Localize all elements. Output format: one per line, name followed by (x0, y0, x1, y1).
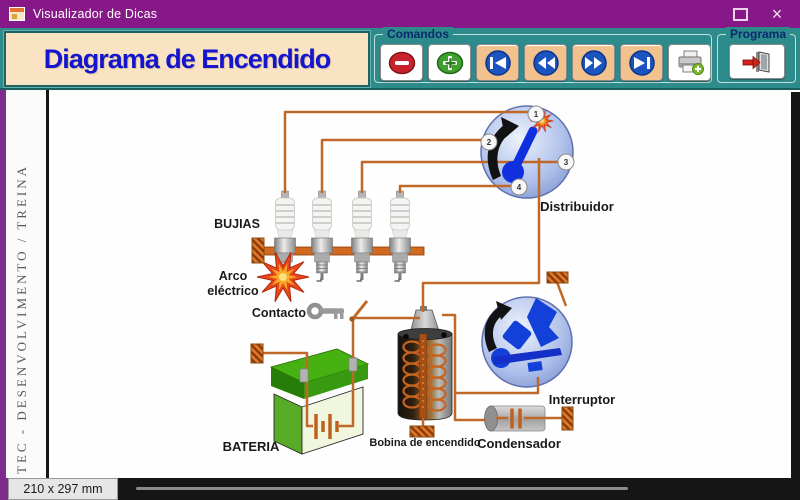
interruptor-label: Interruptor (549, 392, 615, 407)
capacitor-symbol (510, 408, 522, 429)
fast-forward-icon (580, 49, 607, 76)
comandos-label: Comandos (383, 27, 454, 41)
contact-switch (349, 300, 369, 322)
window-corner (0, 478, 8, 500)
page-margin (6, 90, 46, 478)
diagram-labels: BUJIAS Arco eléctrico Contacto BATERIA B… (207, 199, 615, 454)
programa-groupbox: Programa (717, 27, 796, 83)
toolbar: Diagrama de Encendido Comandos (0, 27, 800, 90)
ignition-coil (397, 306, 453, 421)
maximize-button[interactable] (720, 0, 760, 28)
bobina-label: Bobina de encendido (369, 437, 481, 449)
condenser (484, 405, 546, 432)
page-size-status: 210 x 297 mm (8, 478, 118, 500)
arco-label-line1: Arco (219, 269, 248, 283)
last-button[interactable] (620, 44, 663, 81)
previous-button[interactable] (524, 44, 567, 81)
horizontal-scrollbar[interactable] (118, 478, 800, 500)
svg-text:2: 2 (487, 138, 492, 147)
page-margin-vertical-text: TEC - DESENVOLVIMENTO / TREINA (14, 163, 29, 474)
exit-door-icon (742, 50, 769, 73)
next-button[interactable] (572, 44, 615, 81)
title-bar: Visualizador de Dicas × (0, 0, 800, 28)
skip-last-icon (628, 49, 655, 76)
svg-text:4: 4 (517, 183, 522, 192)
maximize-icon (732, 7, 748, 21)
bujias-label: BUJIAS (214, 217, 260, 231)
exit-button[interactable] (728, 44, 785, 79)
horizontal-scrollbar-thumb[interactable] (136, 487, 628, 490)
close-button[interactable]: × (760, 0, 800, 28)
close-icon: × (771, 4, 783, 24)
skip-first-icon (484, 49, 511, 76)
rewind-icon (532, 49, 559, 76)
battery-cell-symbol (314, 414, 339, 439)
add-button[interactable] (428, 44, 471, 81)
page-title: Diagrama de Encendido (43, 43, 332, 74)
ignition-diagram: 1 2 3 4 (207, 105, 615, 455)
distribuidor-label: Distribuidor (540, 199, 614, 214)
spark-plug-3 (350, 190, 374, 282)
print-button[interactable] (668, 44, 711, 81)
svg-text:3: 3 (564, 158, 569, 167)
distributor-rotor (502, 126, 538, 183)
distributor-terminals: 1 2 3 4 (480, 105, 575, 196)
first-button[interactable] (476, 44, 519, 81)
condensador-label: Condensador (477, 436, 561, 451)
ignition-key-icon (306, 302, 344, 320)
window-left-border (0, 90, 6, 500)
plus-circle-icon (436, 51, 463, 74)
remove-button[interactable] (380, 44, 423, 81)
comandos-groupbox: Comandos (374, 27, 712, 83)
contacto-label: Contacto (252, 306, 307, 320)
window-title: Visualizador de Dicas (33, 7, 158, 21)
vertical-scrollbar[interactable] (791, 92, 800, 500)
bateria-label: BATERIA (223, 439, 280, 454)
page-title-box: Diagrama de Encendido (4, 31, 370, 87)
arco-label-line2: eléctrico (207, 284, 259, 298)
svg-text:1: 1 (534, 110, 539, 119)
app-icon (9, 7, 25, 21)
status-bar: 210 x 297 mm (0, 478, 800, 500)
minus-circle-icon (388, 51, 415, 74)
spark-plug-2 (310, 190, 334, 282)
spark-plug-4 (388, 190, 412, 282)
programa-label: Programa (726, 27, 791, 41)
wiring (263, 110, 568, 428)
printer-add-icon (678, 50, 704, 75)
ground-symbols (250, 237, 574, 438)
breaker-points (484, 298, 562, 372)
battery-terminal-right (348, 357, 358, 372)
battery-terminal-left (299, 368, 309, 383)
page-divider-line (46, 90, 49, 478)
